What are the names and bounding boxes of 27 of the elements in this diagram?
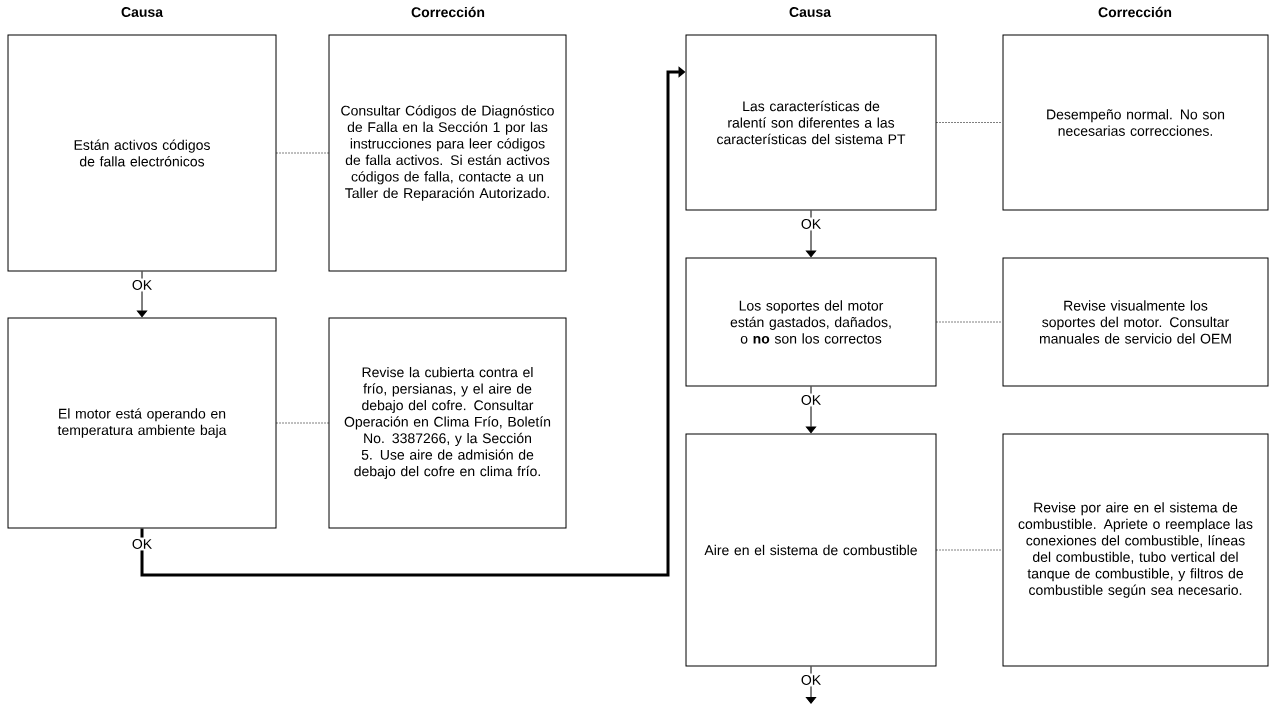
correction-box: Revise por aire en el sistema de combustible. Apriete o reemplace las conexiones del combustible, líneas del combustible, tubo vertical del tanque de combustible, y filtros de combustible según sea necesario.	[1002, 433, 1269, 667]
dotted-connector	[276, 422, 329, 424]
column-heading: Corrección	[1098, 6, 1172, 18]
column-heading: Causa	[789, 7, 832, 17]
correction-box: Desempeño normal. No son necesarias correcciones.	[1002, 34, 1269, 211]
correction-box: Revise la cubierta contra el frío, persianas, y el aire de debajo del cofre. Consultar Operación en Clima Frío, Boletín No. 3387266, y la Sección 5. Use aire de admisión de debajo del cofre en clima frío.	[328, 317, 567, 529]
dotted-connector	[936, 549, 1003, 551]
cause-box: Aire en el sistema de combustible	[685, 433, 937, 667]
edge-label: OK	[799, 217, 823, 231]
edge-label: OK	[130, 278, 154, 292]
dotted-connector	[936, 321, 1003, 323]
arrow	[805, 386, 817, 434]
cause-box: Las características de ralentí son diferentes a las características del sistema PT	[685, 34, 937, 211]
dotted-connector	[936, 122, 1003, 123]
cause-box: Están activos códigos de falla electrónicos	[7, 34, 277, 272]
dotted-connector	[276, 152, 329, 154]
arrow	[136, 271, 148, 318]
edge-label: OK	[130, 537, 154, 551]
edge-label: OK	[799, 673, 823, 687]
cause-box: Los soportes del motor están gastados, dañados, o no son los correctos	[685, 257, 937, 387]
correction-box: Consultar Códigos de Diagnóstico de Falla en la Sección 1 por las instrucciones para leer códigos de falla activos. Si están activos códigos de falla, contacte a un Taller de Reparación Autorizado.	[328, 34, 567, 272]
correction-box: Revise visualmente los soportes del motor. Consultar manuales de servicio del OEM	[1002, 257, 1269, 387]
edge-label: OK	[799, 393, 823, 407]
column-heading: Causa	[121, 7, 164, 17]
arrow	[805, 210, 817, 258]
cause-box: El motor está operando en temperatura ambiente baja	[7, 317, 277, 529]
column-heading: Corrección	[411, 6, 485, 18]
